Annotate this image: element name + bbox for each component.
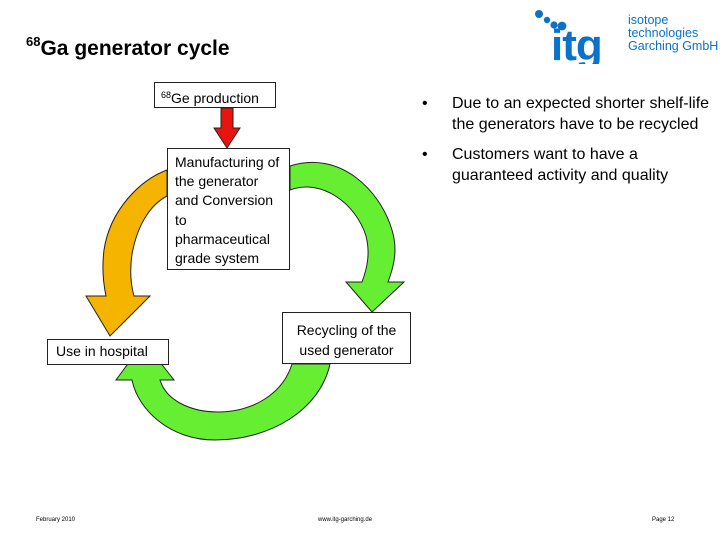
bullet-item: • Customers want to have a guaranteed ac… bbox=[418, 145, 714, 186]
bullet-list: • Due to an expected shorter shelf-life … bbox=[418, 94, 714, 196]
logo-mark-text: itg bbox=[551, 21, 602, 64]
footer-url: www.itg-garching.de bbox=[318, 517, 373, 523]
itg-logo-mark-icon: itg bbox=[535, 10, 603, 70]
ge-superscript: 68 bbox=[161, 90, 172, 100]
footer-page: Page 12 bbox=[652, 517, 675, 523]
bullet-text: Due to an expected shorter shelf-life th… bbox=[452, 95, 710, 133]
logo-line-3: Garching GmbH bbox=[628, 39, 719, 53]
slide-title: 68Ga generator cycle bbox=[26, 34, 230, 61]
manufacturing-box: Manufacturing of the generator and Conve… bbox=[167, 148, 290, 270]
title-superscript: 68 bbox=[26, 34, 41, 49]
manufacturing-output-arrow bbox=[85, 169, 168, 337]
bullet-item: • Due to an expected shorter shelf-life … bbox=[418, 94, 714, 135]
ge-production-label: Ge production bbox=[171, 90, 259, 106]
manufacturing-label: Manufacturing of the generator and Conve… bbox=[175, 154, 280, 267]
cycle-arrow-top bbox=[289, 161, 406, 313]
company-logo: itg isotope technologies Garching GmbH bbox=[534, 8, 718, 70]
bullet-dot-icon: • bbox=[422, 95, 428, 112]
recycling-label: Recycling of the used generator bbox=[296, 322, 397, 358]
logo-text: isotope technologies Garching GmbH bbox=[628, 14, 718, 53]
bullet-text: Customers want to have a guaranteed acti… bbox=[452, 146, 669, 184]
hospital-label: Use in hospital bbox=[56, 343, 148, 359]
title-text: Ga generator cycle bbox=[40, 37, 230, 60]
ge-production-box: 68Ge production bbox=[154, 82, 276, 108]
bullet-dot-icon: • bbox=[422, 146, 428, 163]
cycle-arrow-bottom bbox=[115, 341, 331, 441]
logo-line-1: isotope bbox=[628, 13, 669, 27]
hospital-box: Use in hospital bbox=[47, 339, 169, 365]
footer-date: February 2010 bbox=[36, 517, 76, 523]
logo-line-2: technologies bbox=[628, 26, 699, 40]
ge-input-arrow bbox=[213, 107, 241, 149]
recycling-box: Recycling of the used generator bbox=[282, 312, 411, 364]
